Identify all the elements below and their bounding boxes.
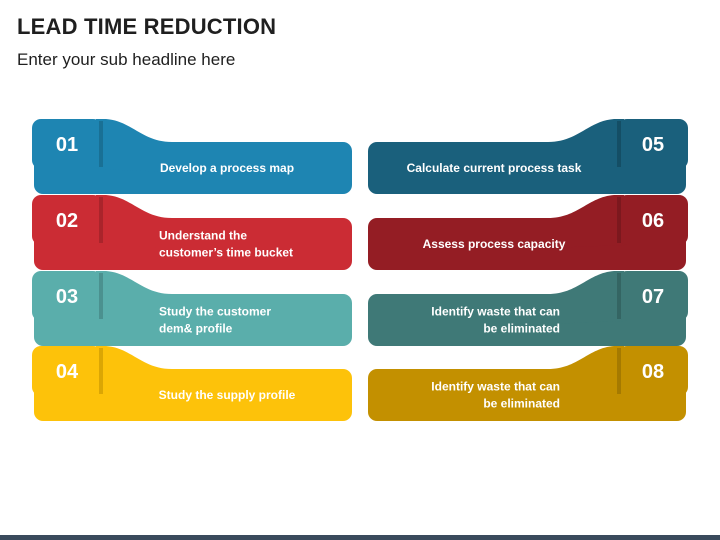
step-label-line: Calculate current process task <box>407 161 582 175</box>
step-fold <box>99 121 103 167</box>
step-fold <box>617 197 621 243</box>
step-connector <box>96 346 172 399</box>
page-subtitle: Enter your sub headline here <box>17 50 236 69</box>
step-fold <box>617 273 621 319</box>
step-fold <box>99 348 103 394</box>
step-number: 04 <box>56 361 79 383</box>
step-number: 03 <box>56 286 78 308</box>
step-connector <box>548 346 624 399</box>
step-number: 05 <box>642 134 664 156</box>
step-label-line: Identify waste that can <box>431 305 560 319</box>
step-label-line: dem& profile <box>159 322 233 336</box>
footer-bar <box>0 535 720 540</box>
step-label-line: Study the supply profile <box>159 388 296 402</box>
step-label-line: Assess process capacity <box>423 237 566 251</box>
step-label-line: Study the customer <box>159 305 271 319</box>
step-label-line: Develop a process map <box>160 161 294 175</box>
step-connector <box>96 195 172 248</box>
step-tab <box>618 195 688 245</box>
step-tab <box>618 346 688 396</box>
step-fold <box>99 273 103 319</box>
step-number: 06 <box>642 210 664 232</box>
step-fold <box>99 197 103 243</box>
step-fold <box>617 348 621 394</box>
step-tab <box>618 119 688 169</box>
step-tab <box>32 271 102 321</box>
step-number: 02 <box>56 210 78 232</box>
step-number: 07 <box>642 286 664 308</box>
step-label-line: be eliminated <box>483 322 560 336</box>
step-tab <box>32 195 102 245</box>
step-label-line: be eliminated <box>483 397 560 411</box>
step-label-line: customer’s time bucket <box>159 246 293 260</box>
step-tab <box>618 271 688 321</box>
page-title: LEAD TIME REDUCTION <box>17 14 277 39</box>
step-tab <box>32 346 102 396</box>
step-connector <box>548 271 624 324</box>
step-connector <box>96 271 172 324</box>
step-connector <box>548 119 624 172</box>
step-label-line: Understand the <box>159 229 247 243</box>
step-connector <box>96 119 172 172</box>
step-tab <box>32 119 102 169</box>
step-connector <box>548 195 624 248</box>
step-number: 01 <box>56 134 78 156</box>
step-number: 08 <box>642 361 664 383</box>
step-label-line: Identify waste that can <box>431 380 560 394</box>
step-fold <box>617 121 621 167</box>
